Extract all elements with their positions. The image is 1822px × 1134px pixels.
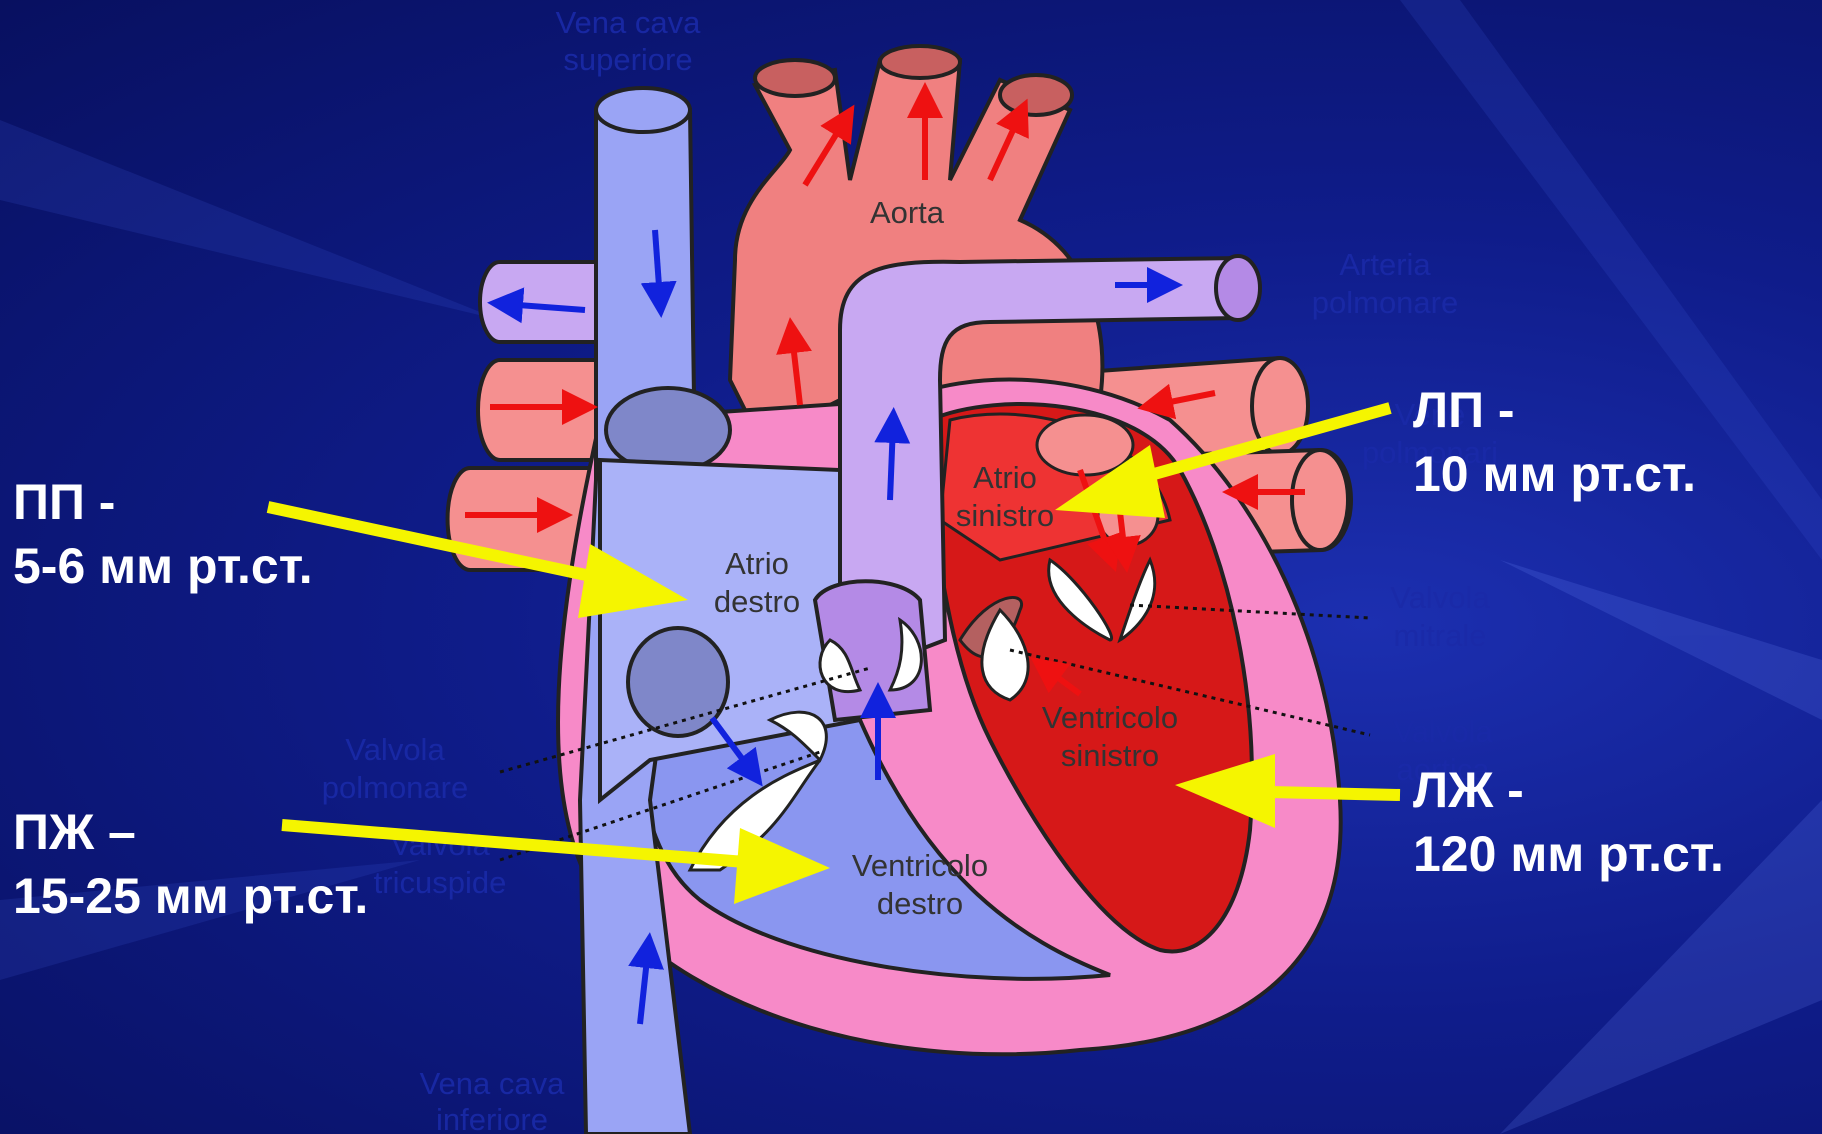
label-atrio-destro-2: destro — [714, 584, 800, 619]
annotation-left-ventricle: ЛЖ - 120 мм рт.ст. — [1413, 758, 1724, 886]
label-ventricolo-destro-2: destro — [877, 886, 963, 921]
label-valvola-aortica: Valvola — [1393, 714, 1493, 749]
annotation-right-atrium-value: 5-6 мм рт.ст. — [13, 534, 313, 598]
annotation-left-atrium-title: ЛП - — [1413, 378, 1696, 442]
annotation-left-atrium: ЛП - 10 мм рт.ст. — [1413, 378, 1696, 506]
label-ventricolo-sinistro: Ventricolo — [1042, 700, 1178, 735]
label-valvola-mitrale: Valvola — [1390, 580, 1490, 615]
label-arteria-polmonare-2: polmonare — [1312, 285, 1458, 320]
label-vena-cava-superiore: Vena cava — [556, 5, 702, 40]
annotation-left-ventricle-title: ЛЖ - — [1413, 758, 1724, 822]
label-valvola-tricuspide-2: tricuspide — [374, 865, 507, 900]
annotation-left-atrium-value: 10 мм рт.ст. — [1413, 442, 1696, 506]
label-atrio-sinistro-2: sinistro — [956, 498, 1054, 533]
label-ventricolo-destro: Ventricolo — [852, 848, 988, 883]
label-vena-cava-inferiore-2: inferiore — [436, 1102, 548, 1134]
label-vena-cava-inferiore: Vena cava — [420, 1066, 566, 1101]
annotation-right-ventricle-title: ПЖ – — [13, 800, 368, 864]
annotation-left-ventricle-value: 120 мм рт.ст. — [1413, 822, 1724, 886]
label-aorta: Aorta — [870, 195, 945, 230]
label-atrio-destro: Atrio — [725, 546, 789, 581]
label-valvola-polmonare: Valvola — [345, 732, 445, 767]
label-atrio-sinistro: Atrio — [973, 460, 1037, 495]
label-valvola-mitrale-2: mitrale — [1393, 618, 1486, 653]
annotation-right-atrium: ПП - 5-6 мм рт.ст. — [13, 470, 313, 598]
annotation-right-ventricle: ПЖ – 15-25 мм рт.ст. — [13, 800, 368, 928]
label-ventricolo-sinistro-2: sinistro — [1061, 738, 1159, 773]
annotation-right-ventricle-value: 15-25 мм рт.ст. — [13, 864, 368, 928]
label-arteria-polmonare: Arteria — [1339, 247, 1431, 282]
annotation-right-atrium-title: ПП - — [13, 470, 313, 534]
label-vena-cava-superiore-2: superiore — [563, 42, 692, 77]
